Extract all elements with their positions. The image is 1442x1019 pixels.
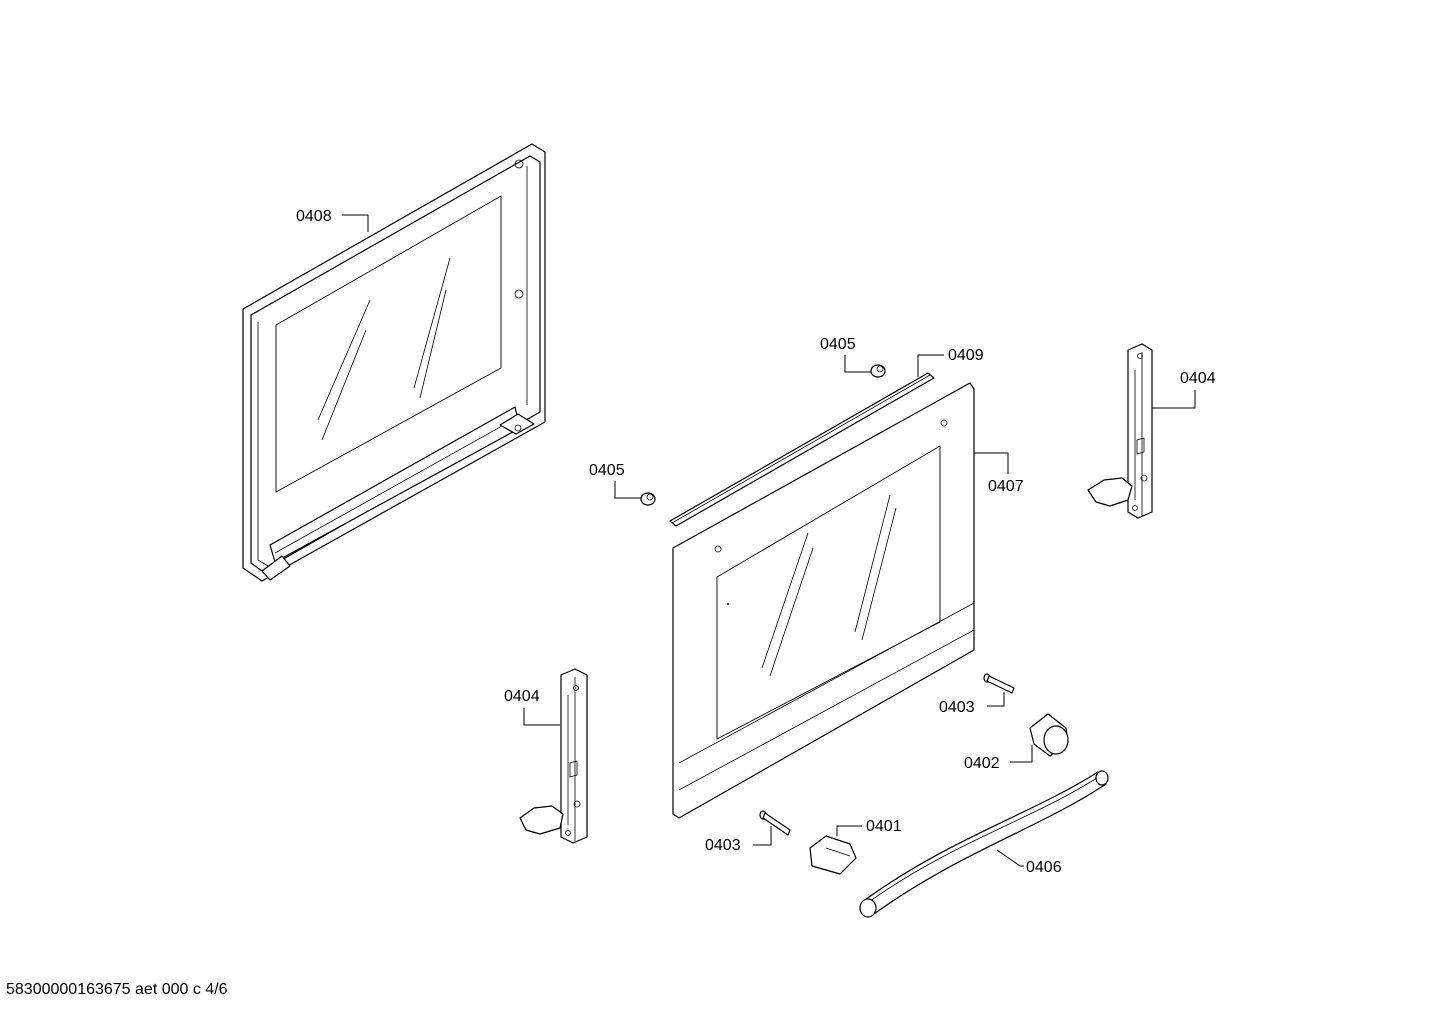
seal-strip-0409: [669, 372, 935, 527]
label-0405-left: 0405: [589, 462, 625, 479]
label-0403-left: 0403: [705, 837, 741, 854]
label-0406: 0406: [1026, 859, 1062, 876]
handle-cap-0401: [809, 835, 857, 875]
screw-0403-left: [759, 810, 791, 836]
handle-cap-0402: [1029, 713, 1069, 757]
label-0401: 0401: [866, 818, 902, 835]
hinge-0404-left: [519, 668, 588, 844]
bumper-0405-left: [640, 492, 656, 506]
leader-0404-left: [523, 708, 560, 726]
outer-door-panel-0407: [672, 382, 975, 819]
screw-0403-right: [983, 673, 1015, 694]
label-0409: 0409: [948, 347, 984, 364]
inner-door-frame-0408: [242, 143, 546, 582]
label-0402: 0402: [964, 755, 1000, 772]
label-0404-right: 0404: [1180, 370, 1216, 387]
leader-0404-right: [1152, 390, 1196, 409]
leader-0409: [917, 354, 944, 377]
label-0405-top: 0405: [820, 336, 856, 353]
leader-0402: [1010, 745, 1033, 763]
label-0407: 0407: [988, 478, 1024, 495]
leader-0403-right: [987, 692, 1005, 707]
hinge-0404-right: [1087, 343, 1153, 519]
leader-0403-left: [753, 826, 772, 846]
drawing-reference-footer: 58300000163675 aet 000 c 4/6: [6, 981, 228, 998]
leader-0407: [974, 452, 1009, 474]
label-0403-right: 0403: [939, 699, 975, 716]
leader-0406: [996, 849, 1024, 867]
leader-0405-left: [614, 481, 641, 499]
bumper-0405-top: [870, 364, 886, 378]
label-0408: 0408: [296, 208, 332, 225]
leader-0405-top: [844, 355, 871, 373]
leader-0401: [836, 825, 862, 836]
label-0404-left: 0404: [504, 688, 540, 705]
handle-bar-0406: [859, 770, 1109, 918]
